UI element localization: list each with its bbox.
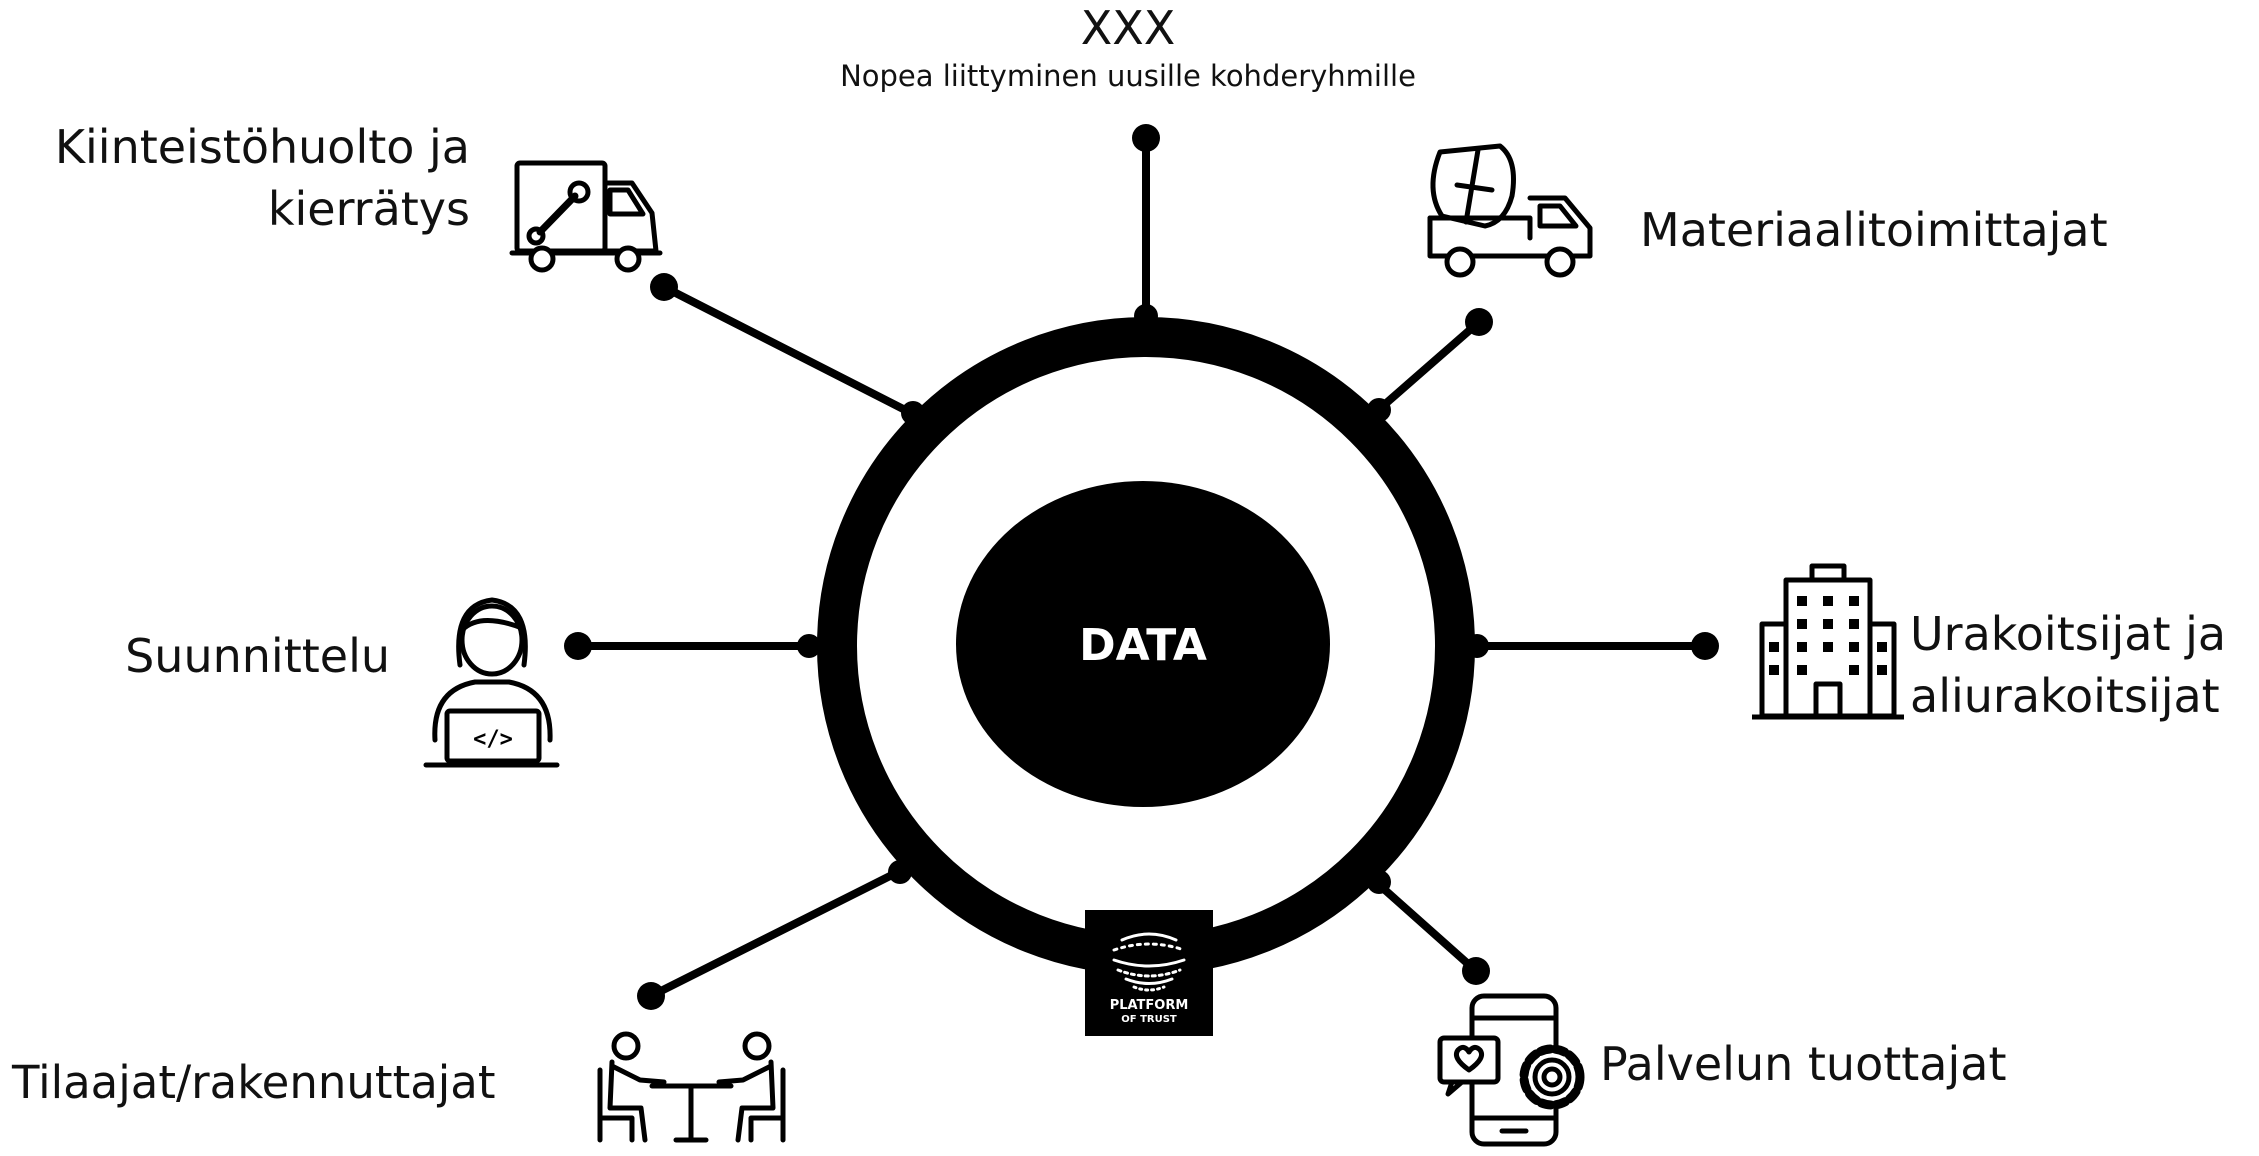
dot-urakoitsijat-ring xyxy=(1465,634,1489,658)
connector-kiinteisto xyxy=(660,283,919,419)
meeting-table-icon xyxy=(597,1031,786,1143)
top-subtitle: Nopea liittyminen uusille kohderyhmille xyxy=(840,59,1416,93)
dot-tilaajat-ring xyxy=(888,860,912,884)
top-title: XXX xyxy=(1081,1,1176,55)
service-truck-icon xyxy=(509,160,663,273)
mobile-app-gear-icon xyxy=(1437,993,1585,1147)
dot-kiinteisto-end xyxy=(650,273,678,301)
kiinteisto-label-line1: Kiinteistöhuolto ja xyxy=(55,120,470,174)
urakoitsijat-label-line2: aliurakoitsijat xyxy=(1910,669,2220,723)
dot-materiaali-end xyxy=(1465,308,1493,336)
cement-mixer-truck-icon xyxy=(1427,143,1593,278)
dot-palvelu-ring xyxy=(1367,870,1391,894)
connector-lines xyxy=(574,134,1709,1000)
dot-materiaali-ring xyxy=(1367,398,1391,422)
data-hub xyxy=(956,481,1330,807)
connector-dots xyxy=(564,124,1719,1010)
urakoitsijat-label-line1: Urakoitsijat ja xyxy=(1910,607,2226,661)
dot-urakoitsijat-end xyxy=(1691,632,1719,660)
connector-tilaajat xyxy=(647,868,902,1000)
dot-palvelu-end xyxy=(1462,957,1490,985)
connector-palvelu xyxy=(1372,878,1480,975)
connector-materiaali xyxy=(1372,318,1483,416)
dot-top-end xyxy=(1132,124,1160,152)
dot-suunnittelu-ring xyxy=(797,634,821,658)
office-building-icon xyxy=(1752,563,1904,720)
dot-suunnittelu-end xyxy=(564,632,592,660)
palvelu-label: Palvelun tuottajat xyxy=(1600,1037,2006,1091)
dot-top-ring xyxy=(1134,304,1158,328)
logo-line1: PLATFORM xyxy=(1110,998,1189,1013)
dot-kiinteisto-ring xyxy=(901,401,925,425)
tilaajat-label: Tilaajat/rakennuttajat xyxy=(11,1056,496,1109)
svg-text:</>: </> xyxy=(473,727,513,752)
materiaali-label: Materiaalitoimittajat xyxy=(1640,203,2108,257)
logo-line2: OF TRUST xyxy=(1121,1014,1177,1025)
platform-of-trust-logo: PLATFORM OF TRUST xyxy=(1085,910,1213,1036)
data-hub-label: DATA xyxy=(1079,620,1207,671)
designer-laptop-icon: </> xyxy=(423,597,560,768)
kiinteisto-label-line2: kierrätys xyxy=(268,182,470,236)
dot-tilaajat-end xyxy=(637,982,665,1010)
suunnittelu-label: Suunnittelu xyxy=(125,629,390,683)
